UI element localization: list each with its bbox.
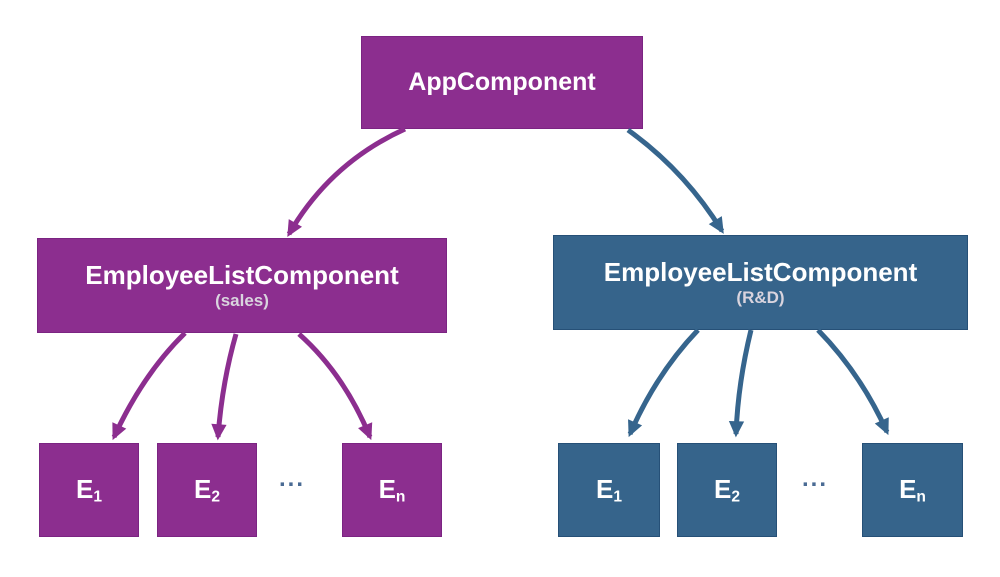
node-employee-list-sales-title: EmployeeListComponent bbox=[85, 259, 399, 290]
edge-rnd-to-en bbox=[816, 328, 890, 436]
edge-app-to-rnd-list bbox=[626, 127, 725, 234]
node-employee-sales-en: En bbox=[342, 443, 442, 537]
node-employee-sales-e2: E2 bbox=[157, 443, 257, 537]
node-employee-sales-e2-label: E2 bbox=[193, 473, 221, 506]
node-employee-rnd-en-label: En bbox=[899, 473, 926, 506]
node-employee-sales-e1: E1 bbox=[39, 443, 139, 537]
node-employee-rnd-en: En bbox=[862, 443, 963, 537]
edge-sales-to-e2 bbox=[211, 333, 239, 441]
node-employee-list-sales: EmployeeListComponent (sales) bbox=[37, 238, 447, 333]
edge-app-to-sales-list bbox=[286, 126, 407, 237]
node-employee-list-sales-subtitle: (sales) bbox=[215, 290, 269, 310]
node-employee-rnd-e2: E2 bbox=[677, 443, 777, 537]
node-employee-rnd-e1-label: E1 bbox=[595, 473, 623, 506]
edge-rnd-to-e1 bbox=[627, 328, 700, 438]
ellipsis-rnd: ... bbox=[802, 465, 829, 492]
edge-sales-to-en bbox=[297, 332, 373, 441]
node-app-component: AppComponent bbox=[361, 36, 643, 129]
edge-rnd-to-e2 bbox=[728, 329, 754, 438]
ellipsis-sales: ... bbox=[279, 465, 306, 492]
node-employee-list-rnd-title: EmployeeListComponent bbox=[603, 256, 918, 287]
node-employee-list-rnd: EmployeeListComponent (R&D) bbox=[553, 235, 968, 330]
node-employee-rnd-e2-label: E2 bbox=[713, 473, 741, 506]
node-app-component-label: AppComponent bbox=[408, 68, 596, 96]
node-employee-list-rnd-subtitle: (R&D) bbox=[736, 287, 785, 307]
edge-sales-to-e1 bbox=[111, 331, 187, 441]
node-employee-sales-en-label: En bbox=[378, 473, 406, 506]
node-employee-rnd-e1: E1 bbox=[558, 443, 660, 537]
node-employee-sales-e1-label: E1 bbox=[75, 473, 103, 506]
